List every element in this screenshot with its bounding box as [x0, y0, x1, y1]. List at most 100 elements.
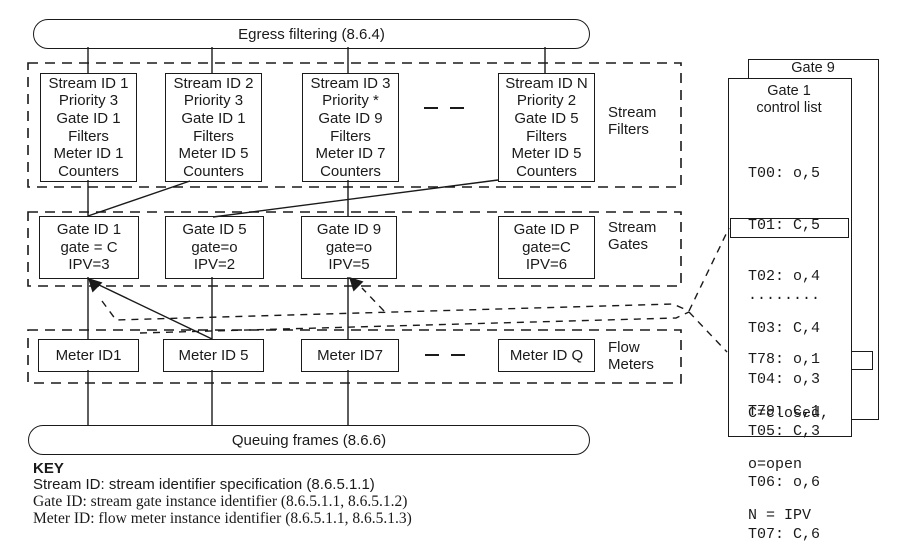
legend-line: C=closed, — [748, 405, 830, 422]
stream-filter-box-1: Stream ID 1 Priority 3 Gate ID 1 Filters… — [40, 73, 137, 182]
box-line: Stream ID 3 — [310, 74, 391, 92]
control-entry: T03: C,4 — [748, 319, 821, 337]
box-line: Gate ID 5 — [514, 109, 579, 127]
junction-to-t05-dashed-line — [688, 227, 730, 312]
box-line: Stream ID 1 — [48, 74, 129, 92]
control-entry: T07: C,6 — [748, 525, 821, 543]
gate-box-9: Gate ID 9 gate=o IPV=5 — [301, 216, 397, 279]
label-line: control list — [756, 100, 822, 116]
control-entry: T06: o,6 — [748, 474, 821, 491]
box-line: gate = C — [60, 238, 118, 256]
box-line: Gate ID 1 — [181, 109, 246, 127]
t05-highlight-box — [730, 218, 849, 238]
control-entry: T02: o,4 — [748, 268, 821, 285]
egress-filtering-label: Egress filtering (8.6.4) — [238, 25, 385, 43]
box-line: Gate ID 9 — [316, 221, 382, 239]
stream-filter-box-3: Stream ID 3 Priority * Gate ID 9 Filters… — [302, 73, 399, 182]
gate-box-1: Gate ID 1 gate = C IPV=3 — [39, 216, 139, 279]
box-line: Counters — [183, 162, 244, 180]
label-flow-meters: Flow Meters — [608, 339, 654, 373]
label-line: Filters — [608, 121, 649, 138]
box-line: Gate ID 9 — [318, 109, 383, 127]
column-ellipsis-dashes — [424, 107, 465, 356]
box-line: Gate ID 1 — [56, 109, 121, 127]
control-entry-highlighted: T05: C,3 — [748, 422, 821, 440]
control-entry: T01: C,5 — [748, 216, 821, 234]
control-list-tail: T78: o,1 T79: C,1 — [748, 317, 820, 454]
key-line-gate-id: Gate ID: stream gate instance identifier… — [33, 493, 408, 510]
box-line: Gate ID 5 — [182, 221, 247, 239]
egress-filtering-node: Egress filtering (8.6.4) — [33, 19, 590, 49]
label-line: Flow — [608, 339, 640, 356]
label-stream-filters: Stream Filters — [608, 104, 656, 138]
control-list-ellipsis: ........ — [748, 287, 821, 304]
control-list-title: Gate 1 control list — [728, 83, 850, 117]
meter-box-1: Meter ID1 — [38, 339, 139, 372]
meter-box-5: Meter ID 5 — [163, 339, 264, 372]
box-line: Priority * — [322, 92, 379, 110]
box-line: Gate ID P — [513, 221, 580, 239]
label-line: Stream — [608, 104, 657, 121]
box-line: Meter ID7 — [317, 346, 383, 364]
box-line: gate=C — [522, 238, 571, 256]
stream-filter-box-n: Stream ID N Priority 2 Gate ID 5 Filters… — [498, 73, 595, 182]
key-line-stream-id: Stream ID: stream identifier specificati… — [33, 476, 375, 493]
box-line: Priority 3 — [183, 92, 244, 110]
gate9-arrowhead — [349, 277, 364, 292]
box-line: Counters — [58, 162, 119, 180]
box-line: Priority 3 — [58, 92, 119, 110]
label-line: Meters — [608, 356, 654, 373]
control-entry: T04: o,3 — [748, 371, 821, 388]
control-entry: T00: o,5 — [748, 165, 821, 182]
gate9-title: Gate 9 — [791, 60, 835, 76]
box-line: Stream ID 2 — [173, 74, 254, 92]
junction-to-list-dashed-line — [688, 311, 728, 353]
label-line: Gates — [608, 236, 649, 253]
box-line: Filters — [330, 127, 371, 145]
box-line: Counters — [320, 162, 381, 180]
meter-box-7: Meter ID7 — [301, 339, 399, 372]
box-line: Counters — [516, 162, 577, 180]
box-line: Meter ID 7 — [315, 145, 386, 163]
meter5-to-gate1-arrow-line — [96, 283, 213, 340]
box-line: Filters — [193, 127, 234, 145]
box-line: IPV=3 — [68, 256, 110, 274]
queuing-frames-node: Queuing frames (8.6.6) — [28, 425, 590, 455]
box-line: Meter ID 5 — [511, 145, 582, 163]
gate1-arrowhead — [88, 278, 103, 293]
gate1-control-list-box — [728, 78, 852, 437]
gate-box-5: Gate ID 5 gate=o IPV=2 — [165, 216, 264, 279]
meter-box-q: Meter ID Q — [498, 339, 595, 372]
box-line: gate=o — [191, 238, 238, 256]
control-entry: T79: C,1 — [748, 402, 821, 420]
key-title: KEY — [33, 460, 64, 477]
key-line-meter-id: Meter ID: flow meter instance identifier… — [33, 510, 412, 527]
control-list-legend: C=closed, o=open N = IPV — [748, 371, 829, 545]
box-line: Meter ID 1 — [53, 145, 124, 163]
channel-lower-dashed-line — [139, 311, 690, 334]
box-line: Gate ID 1 — [56, 221, 122, 239]
legend-line: N = IPV — [748, 507, 812, 524]
control-list-entries: T00: o,5 T01: C,5 T02: o,4 T03: C,4 T04:… — [748, 131, 820, 545]
box-line: Stream ID N — [505, 74, 588, 92]
box-line: Filters — [526, 127, 567, 145]
legend-line: o=open — [748, 456, 803, 473]
box-line: Meter ID Q — [509, 346, 584, 364]
box-line: Priority 2 — [516, 92, 577, 110]
stream-filter-box-2: Stream ID 2 Priority 3 Gate ID 1 Filters… — [165, 73, 262, 182]
arrowheads — [88, 277, 364, 293]
channel-upper-dashed-line — [101, 300, 690, 321]
queuing-frames-label: Queuing frames (8.6.6) — [231, 431, 387, 449]
box-line: IPV=2 — [193, 256, 236, 274]
box-line: IPV=6 — [525, 256, 568, 274]
label-line: Stream — [608, 219, 657, 236]
label-line: Gate 1 — [767, 83, 811, 99]
box-line: IPV=5 — [328, 256, 370, 274]
box-line: Meter ID 5 — [178, 346, 249, 364]
label-stream-gates: Stream Gates — [608, 219, 656, 253]
gate9-branch-dashed-line — [361, 287, 385, 312]
box-line: gate=o — [325, 238, 373, 256]
gate9-tab — [851, 351, 873, 370]
box-line: Meter ID1 — [55, 346, 122, 364]
